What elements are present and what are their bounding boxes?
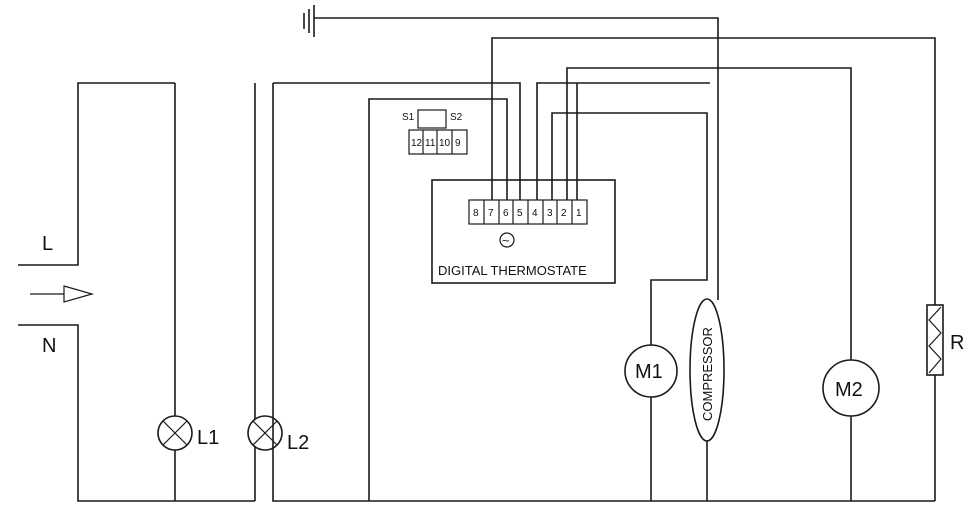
compressor: COMPRESSOR xyxy=(689,298,725,501)
resistor-label: R xyxy=(950,332,964,354)
switch-block: S1 S2 12 11 10 9 xyxy=(402,109,468,155)
thermostat-label: DIGITAL THERMOSTATE xyxy=(438,263,587,278)
lamp-l1: L1 xyxy=(157,415,219,451)
switch-s2-label: S2 xyxy=(450,112,463,123)
motor-m1: M1 xyxy=(624,344,678,501)
motor-m1-label: M1 xyxy=(635,361,663,383)
lamp-l2-label: L2 xyxy=(287,432,309,454)
ac-symbol: ~ xyxy=(502,233,510,248)
switch-pin: 10 xyxy=(439,138,451,149)
switch-s1-label: S1 xyxy=(402,112,415,123)
compressor-label: COMPRESSOR xyxy=(700,327,715,421)
ac-symbol-icon: ~ xyxy=(499,232,515,248)
power-input: L N xyxy=(18,82,176,502)
thermostat-pin: 8 xyxy=(473,208,479,219)
lamp-l1-label: L1 xyxy=(197,427,219,449)
thermostat-pin: 2 xyxy=(561,208,567,219)
ground-icon xyxy=(303,5,315,37)
switch-pin: 11 xyxy=(425,138,436,149)
thermostat-pin: 1 xyxy=(576,208,582,219)
thermostat-pin: 6 xyxy=(503,208,509,219)
thermostat-pin: 7 xyxy=(488,208,494,219)
switch-pin: 12 xyxy=(411,138,423,149)
motor-m2-label: M2 xyxy=(835,379,863,401)
lamp-l2: L2 xyxy=(247,415,309,454)
input-arrow-icon xyxy=(30,285,95,303)
digital-thermostat: 8 7 6 5 4 3 2 1 ~ DIGITAL THERMOSTATE xyxy=(431,179,616,284)
thermostat-pin: 4 xyxy=(532,208,538,219)
neutral-terminal-label: N xyxy=(42,335,56,357)
switch-pin: 9 xyxy=(455,138,461,149)
thermostat-pin: 3 xyxy=(547,208,553,219)
motor-m2: M2 xyxy=(822,359,880,501)
resistor-r: R xyxy=(926,304,964,501)
thermostat-pin: 5 xyxy=(517,208,523,219)
line-terminal-label: L xyxy=(42,233,53,255)
